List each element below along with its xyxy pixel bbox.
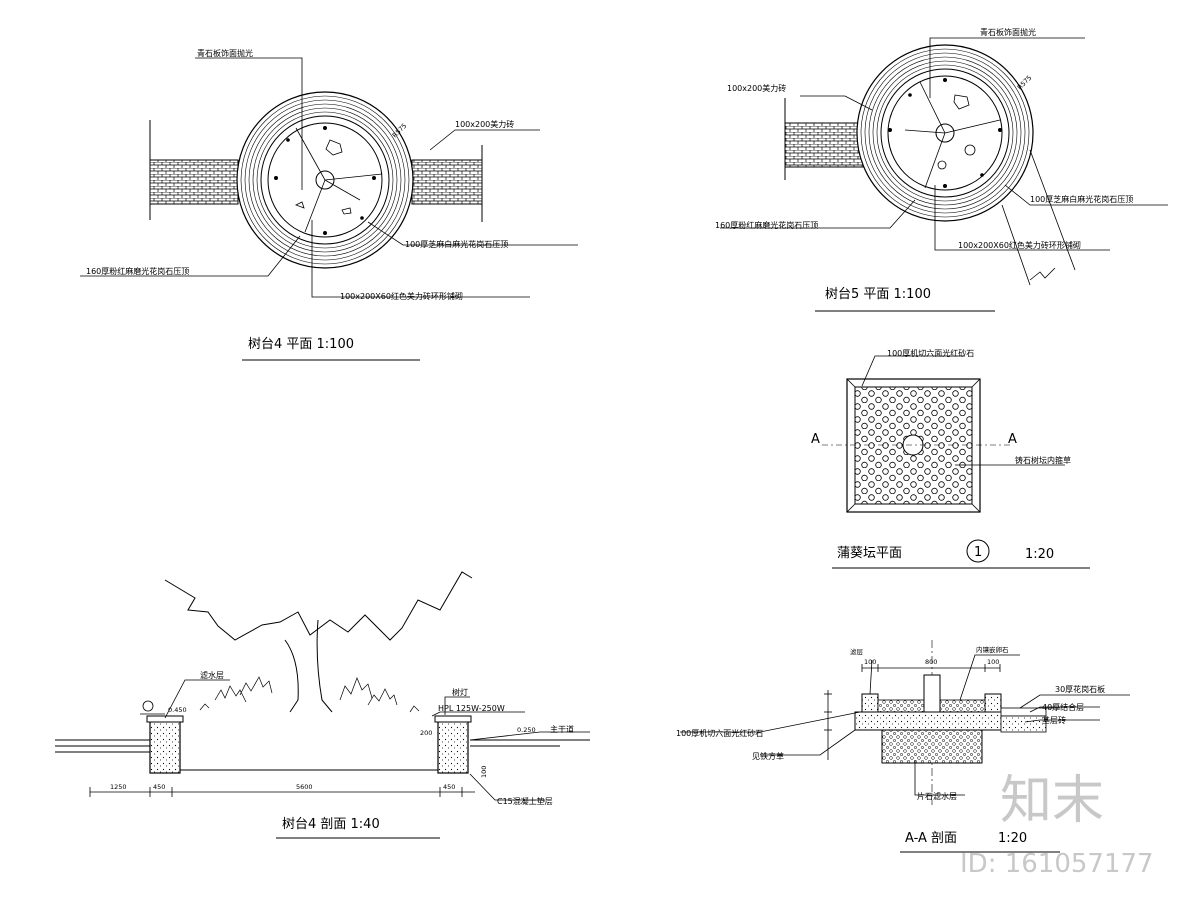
grate-label-right: 铸石树坛内箍草 bbox=[1015, 455, 1071, 465]
grate-title: 蒲葵坛平面 bbox=[837, 546, 902, 561]
label-100thick-4: 100厚芝麻白麻光花岗石压顶 bbox=[405, 239, 508, 249]
aa-title: A-A 剖面 bbox=[905, 831, 957, 846]
dim-5600: 5600 bbox=[296, 783, 313, 791]
level-left: 0.450 bbox=[168, 706, 187, 714]
plan-5: R575 青石板饰面抛光 100x200美力砖 160厚粉红麻磨光花岗石压顶 1… bbox=[715, 27, 1168, 312]
dim-200: 200 bbox=[420, 729, 432, 737]
label-brick-5: 100x200美力砖 bbox=[727, 83, 786, 93]
brick-strip-5 bbox=[784, 122, 866, 168]
aa-label-drain: 滤层 bbox=[850, 647, 864, 656]
section-mark-right: A bbox=[1008, 432, 1017, 447]
label-100thick-5: 100厚芝麻白麻光花岗石压顶 bbox=[1030, 194, 1133, 204]
aa-label-sub: 基层砖 bbox=[1042, 715, 1066, 725]
plan-4: R575 青石板饰面抛光 100x200美力砖 100厚芝麻白麻光花岗石压顶 1… bbox=[80, 48, 578, 361]
label-paving-5: 100x200X60红色美力砖环形铺砌 bbox=[958, 240, 1081, 250]
section-aa: 100 800 100 滤层 内镶嵌卵石 30厚花岗石板 40厚结合层 bbox=[676, 640, 1130, 853]
label-paving-4: 100x200X60红色美力砖环形铺砌 bbox=[340, 291, 463, 301]
grate-scale: 1:20 bbox=[1025, 547, 1054, 562]
aa-label-sand: 100厚机切六面光红砂石 bbox=[676, 728, 763, 738]
section4-label-road: 主干道 bbox=[550, 724, 574, 734]
grate-circle-number: 1 bbox=[974, 545, 982, 560]
tree-canopy bbox=[164, 571, 473, 641]
grate-label-top: 100厚机切六面光红砂石 bbox=[887, 348, 974, 358]
aa-dim-left: 100 bbox=[864, 658, 876, 666]
label-160thick-5: 160厚粉红麻磨光花岗石压顶 bbox=[715, 220, 818, 230]
section-4: 0.450 0.250 200 100 滤水层 树灯 HPL 125W-250W… bbox=[55, 571, 590, 839]
section4-label-drain: 滤水层 bbox=[200, 670, 224, 680]
watermark-brand: 知末 bbox=[1000, 771, 1104, 831]
shrubs bbox=[199, 676, 420, 713]
grate-plan: A A 100厚机切六面光红砂石 铸石树坛内箍草 蒲葵坛平面 1 1:20 bbox=[811, 348, 1090, 569]
title-plan-4: 树台4 平面 1:100 bbox=[248, 337, 354, 352]
label-top-5: 青石板饰面抛光 bbox=[980, 27, 1036, 37]
brick-strip-left bbox=[149, 159, 239, 205]
watermark-id: ID: 161057177 bbox=[960, 849, 1154, 879]
label-top-4: 青石板饰面抛光 bbox=[197, 48, 253, 58]
label-160thick-4: 160厚粉红麻磨光花岗石压顶 bbox=[86, 266, 189, 276]
tree-trunk bbox=[284, 619, 333, 713]
dim-1250: 1250 bbox=[110, 783, 127, 791]
aa-scale: 1:20 bbox=[998, 831, 1027, 846]
brick-strip-right bbox=[411, 159, 483, 205]
aa-label-granite: 30厚花岗石板 bbox=[1055, 684, 1105, 694]
aa-label-top-right: 内镶嵌卵石 bbox=[976, 645, 1009, 654]
section4-label-hpl: HPL 125W-250W bbox=[438, 704, 505, 713]
aa-label-grass: 见铁方草 bbox=[752, 751, 784, 761]
title-section-4: 树台4 剖面 1:40 bbox=[282, 817, 380, 832]
wall-left bbox=[149, 717, 181, 774]
radius-label-5: R575 bbox=[1016, 74, 1034, 92]
dim-100: 100 bbox=[480, 766, 488, 778]
aa-dim-right: 100 bbox=[987, 658, 999, 666]
level-right: 0.250 bbox=[517, 726, 536, 734]
section-mark-left: A bbox=[811, 432, 820, 447]
aa-dim-mid: 800 bbox=[925, 658, 937, 666]
label-brick-4: 100x200美力砖 bbox=[455, 119, 514, 129]
aa-label-gravel: 片石滤水层 bbox=[917, 791, 957, 801]
section4-label-lamp: 树灯 bbox=[452, 687, 468, 697]
dim-450-left: 450 bbox=[153, 783, 165, 791]
wall-right bbox=[437, 717, 469, 774]
section4-label-conc: C15混凝土垫层 bbox=[497, 796, 553, 806]
title-plan-5: 树台5 平面 1:100 bbox=[825, 287, 931, 302]
aa-label-mortar: 40厚结合层 bbox=[1042, 702, 1084, 712]
dim-450-right: 450 bbox=[443, 783, 455, 791]
